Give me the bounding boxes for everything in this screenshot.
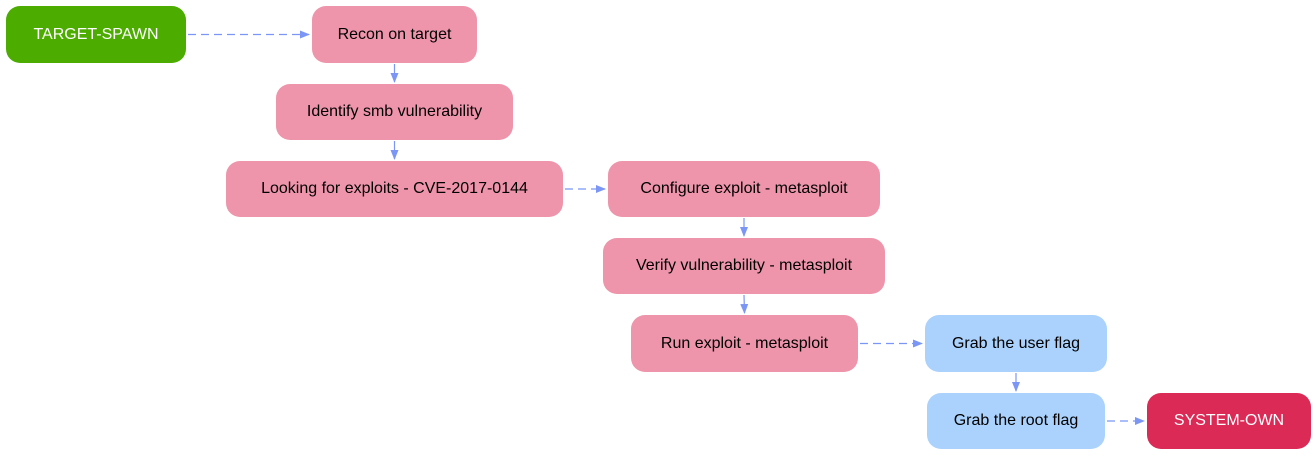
node-verify-vulnerability: Verify vulnerability - metasploit	[603, 238, 885, 294]
node-identify-smb-vulnerability: Identify smb vulnerability	[276, 84, 513, 140]
node-grab-user-flag: Grab the user flag	[925, 315, 1107, 372]
node-label-configure-exploit: Configure exploit - metasploit	[640, 180, 848, 197]
node-label-verify-vulnerability: Verify vulnerability - metasploit	[635, 257, 853, 274]
node-recon-on-target: Recon on target	[312, 6, 477, 63]
node-label-target-spawn: TARGET-SPAWN	[33, 25, 159, 43]
node-grab-root-flag: Grab the root flag	[927, 393, 1105, 449]
node-system-own: SYSTEM-OWN	[1147, 393, 1311, 449]
node-looking-for-exploits: Looking for exploits - CVE-2017-0144	[226, 161, 563, 217]
node-configure-exploit: Configure exploit - metasploit	[608, 161, 880, 217]
node-label-identify-smb-vulnerability: Identify smb vulnerability	[306, 103, 483, 120]
node-target-spawn: TARGET-SPAWN	[6, 6, 186, 63]
node-label-system-own: SYSTEM-OWN	[1173, 412, 1285, 429]
edge-verify-vuln-to-run-exploit	[740, 294, 749, 314]
node-label-grab-user-flag: Grab the user flag	[951, 334, 1081, 352]
node-run-exploit: Run exploit - metasploit	[631, 315, 858, 372]
node-label-grab-root-flag: Grab the root flag	[953, 412, 1079, 429]
node-label-run-exploit: Run exploit - metasploit	[660, 334, 829, 352]
node-label-recon-on-target: Recon on target	[337, 25, 452, 43]
node-label-looking-for-exploits: Looking for exploits - CVE-2017-0144	[261, 180, 528, 197]
